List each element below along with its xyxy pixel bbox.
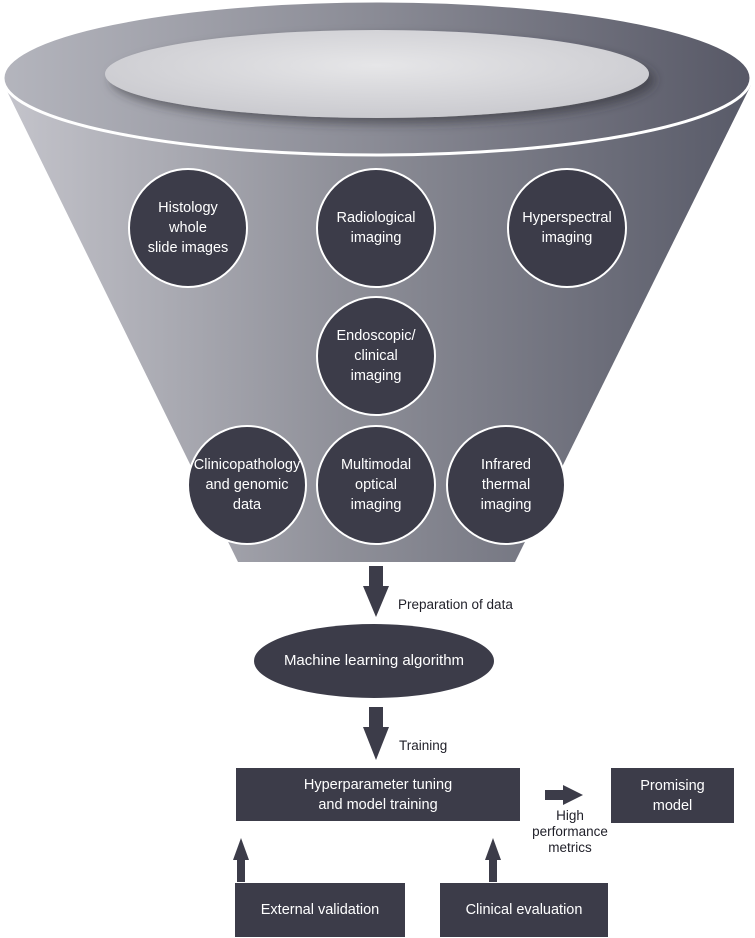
source-multimodal-optical: Multimodal optical imaging: [316, 425, 436, 545]
arrow-validation-up: [233, 838, 249, 882]
arrow-preparation: [363, 566, 389, 617]
preparation-label: Preparation of data: [398, 597, 513, 612]
arrow-to-result: [545, 785, 583, 805]
training-label: Training: [399, 738, 448, 753]
funnel-opening: [105, 30, 649, 118]
metrics-label: High performance metrics: [532, 808, 608, 855]
tuning-node: Hyperparameter tuning and model training: [236, 768, 520, 821]
ml-algorithm-node: Machine learning algorithm: [254, 624, 494, 698]
external-validation-node: External validation: [235, 883, 405, 937]
source-histology: Histology whole slide images: [128, 168, 248, 288]
source-clinicopathology: Clinicopathology and genomic data: [187, 425, 307, 545]
arrow-evaluation-up: [485, 838, 501, 882]
source-hyperspectral: Hyperspectral imaging: [507, 168, 627, 288]
source-infrared-thermal: Infrared thermal imaging: [446, 425, 566, 545]
promising-model-node: Promising model: [611, 768, 734, 823]
clinical-evaluation-node: Clinical evaluation: [440, 883, 608, 937]
arrow-training: [363, 707, 389, 760]
source-endoscopic: Endoscopic/ clinical imaging: [316, 296, 436, 416]
source-radiological: Radiological imaging: [316, 168, 436, 288]
